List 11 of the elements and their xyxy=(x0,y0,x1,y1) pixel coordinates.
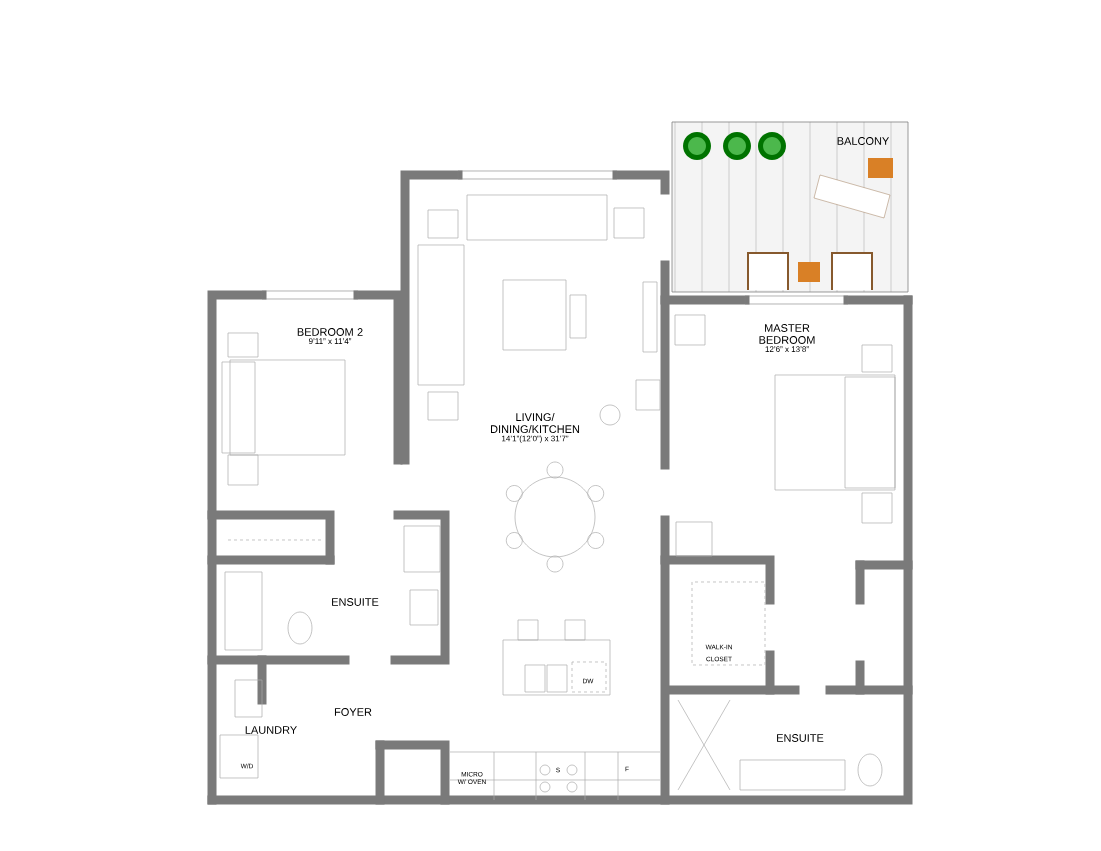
room-label: FOYER xyxy=(334,708,372,716)
room-label: LIVING/ DINING/KITCHEN xyxy=(491,412,579,434)
room-label: ENSUITE xyxy=(332,598,379,606)
room-label: ENSUITE xyxy=(777,734,824,742)
room-dimensions: 12’6” x 13’8” xyxy=(765,346,809,352)
room-label: BEDROOM 2 xyxy=(297,328,363,336)
room-dimensions: 14’1”(12’0”) x 31’7” xyxy=(502,435,569,443)
room-label: BALCONY xyxy=(837,137,890,145)
room-label: MASTER BEDROOM xyxy=(759,324,815,344)
room-dimensions: 9’11” x 11’4” xyxy=(308,338,352,344)
room-label: LAUNDRY xyxy=(245,726,297,734)
